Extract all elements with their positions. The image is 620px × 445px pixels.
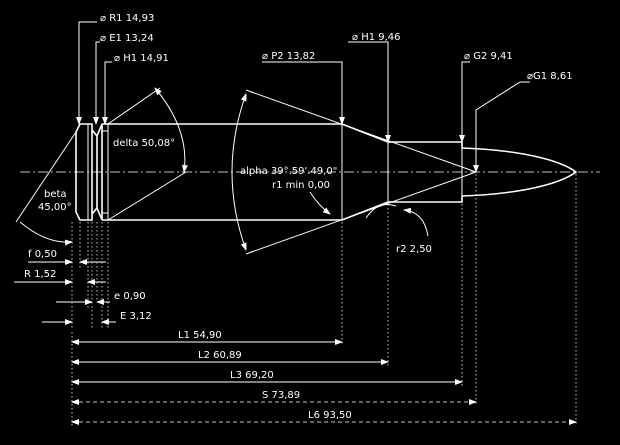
small-extension-lines — [71, 222, 109, 330]
label-R: R 1,52 — [24, 269, 56, 280]
length-extension-lines — [71, 174, 577, 426]
label-bullet-diameter: ⌀G1 8,61 — [527, 71, 573, 82]
beta-angle — [15, 131, 77, 246]
label-beta-value: 45,00° — [38, 202, 72, 213]
label-f: f 0,50 — [28, 249, 57, 260]
r2-arc-right — [403, 207, 429, 237]
cartridge-outline — [75, 123, 578, 221]
top-diameter-leaders — [76, 21, 530, 173]
label-r2: r2 2,50 — [396, 244, 432, 255]
label-neck-end-diameter: ⌀ G2 9,41 — [464, 51, 513, 62]
alpha-angle — [231, 89, 477, 255]
label-beta-title: beta — [44, 189, 67, 200]
label-L6: L6 93,50 — [308, 410, 352, 421]
small-dimension-leaders — [14, 259, 116, 325]
label-r1-min: r1 min 0,00 — [272, 180, 330, 191]
label-E: E 3,12 — [120, 311, 152, 322]
r2-arc-left — [365, 204, 397, 219]
extractor-groove — [91, 129, 98, 215]
label-extractor-diameter: ⌀ E1 13,24 — [100, 33, 154, 44]
length-dimensions — [71, 339, 577, 425]
label-rim-diameter: ⌀ R1 14,93 — [100, 13, 154, 24]
label-delta-angle: delta 50,08° — [113, 138, 175, 149]
label-L2: L2 60,89 — [198, 350, 242, 361]
label-shoulder-diameter: ⌀ P2 13,82 — [262, 51, 315, 62]
label-S: S 73,89 — [262, 390, 300, 401]
label-L1: L1 54,90 — [178, 330, 222, 341]
label-alpha-angle: alpha 39°.59'.49,0" — [240, 166, 337, 177]
label-neck-diameter: ⌀ H1 9,46 — [352, 32, 401, 43]
label-L3: L3 69,20 — [230, 370, 274, 381]
groove-face — [96, 123, 103, 221]
label-head-diameter: ⌀ H1 14,91 — [114, 53, 169, 64]
label-e: e 0,90 — [114, 291, 146, 302]
delta-angle — [107, 87, 188, 221]
